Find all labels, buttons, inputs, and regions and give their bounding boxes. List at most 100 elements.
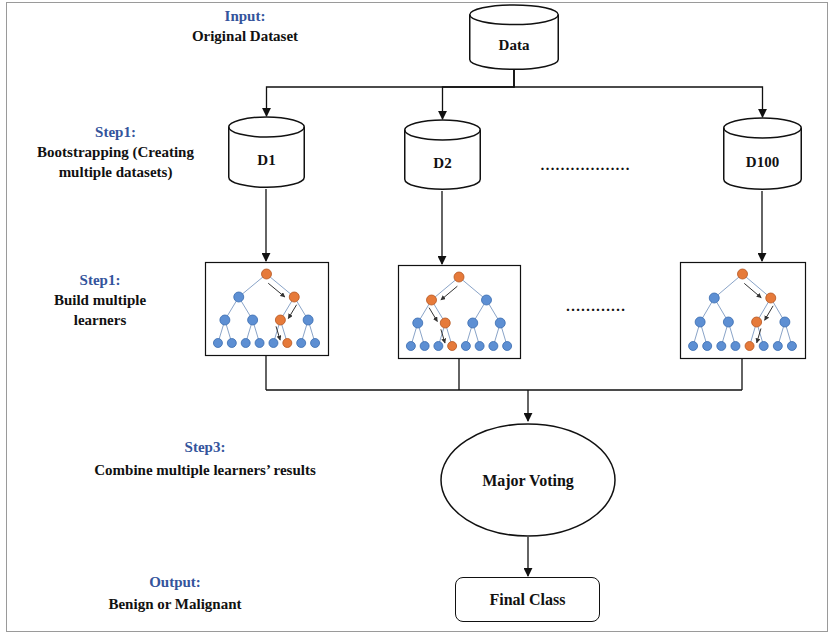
tree-node <box>717 342 726 351</box>
tree-node <box>420 342 429 351</box>
cylinder-body <box>470 5 559 69</box>
arrow-line <box>761 191 762 261</box>
tree-node <box>406 342 415 351</box>
tree-node <box>482 295 492 305</box>
tree-node <box>773 342 782 351</box>
step-heading: Input: <box>145 6 345 26</box>
tree-node <box>255 339 264 348</box>
tree-node <box>227 339 236 348</box>
tree-node <box>440 318 450 328</box>
voting-ellipse: Major Voting <box>440 423 616 537</box>
path-arrow <box>757 328 761 342</box>
tree-node <box>427 295 437 305</box>
decision-tree <box>399 266 521 359</box>
tree-node <box>703 342 712 351</box>
node-label: D2 <box>433 154 451 173</box>
tree-branch <box>743 274 771 298</box>
node-text-group: Data <box>499 36 530 55</box>
tree-node <box>289 292 299 302</box>
tree-node <box>262 269 272 279</box>
tree-node <box>241 339 250 348</box>
node-text-group: Major Voting <box>482 471 574 490</box>
tree-node <box>297 339 306 348</box>
step-description: Bootstrapping (Creating multiple dataset… <box>33 142 198 182</box>
tree-branch <box>267 274 295 297</box>
step-description: ………… <box>548 296 643 316</box>
tree-node <box>723 317 733 327</box>
path-arrow <box>288 305 296 319</box>
path-arrow <box>441 286 458 300</box>
tree-node <box>269 339 278 348</box>
output-box: Final Class <box>455 577 600 622</box>
tree-node <box>475 342 484 351</box>
tree-node <box>283 339 292 348</box>
step-description: Benign or Malignant <box>80 594 270 614</box>
cylinder-rim <box>724 128 802 138</box>
tree-node <box>468 318 478 328</box>
outer-frame <box>7 3 828 632</box>
dataset-cylinder: D1 <box>228 117 305 188</box>
node-text-group: D1 <box>257 151 275 170</box>
tree-node <box>234 292 244 302</box>
path-arrow <box>441 329 445 343</box>
cylinder-body <box>405 120 481 189</box>
decision-tree <box>206 263 329 356</box>
tree-node <box>311 339 320 348</box>
decision-tree-images <box>206 263 806 359</box>
tree-branch <box>714 274 742 298</box>
step-heading: Step1: <box>35 270 165 290</box>
arrow-line <box>265 189 266 261</box>
path-arrow <box>744 283 761 297</box>
step-description: ……………… <box>520 155 650 175</box>
step-heading: Step1: <box>33 122 198 142</box>
node-label: Major Voting <box>482 471 574 490</box>
tree-node <box>745 342 754 351</box>
tree-node <box>759 342 768 351</box>
dataset-cylinder: Data <box>469 5 559 70</box>
tree-node <box>787 342 796 351</box>
tree-node <box>275 315 285 325</box>
arrow-line <box>527 390 528 421</box>
step-heading: Output: <box>80 572 270 592</box>
learner-wires <box>266 189 762 421</box>
tree-node <box>248 315 258 325</box>
dataset-cylinder: D100 <box>723 118 802 190</box>
tree-node <box>780 317 790 327</box>
path-arrow <box>429 308 437 322</box>
connector-arrow <box>443 70 515 119</box>
cylinder-body <box>229 117 305 187</box>
tree-branch <box>239 274 267 297</box>
node-label: D1 <box>257 151 275 170</box>
step-description: Combine multiple learners’ results <box>20 460 390 480</box>
arrow-line <box>441 191 442 264</box>
tree-node <box>448 342 457 351</box>
step-description: Original Dataset <box>145 26 345 46</box>
node-label: D100 <box>746 153 779 172</box>
tree-node <box>695 317 705 327</box>
tree-node <box>303 315 313 325</box>
tree-frame <box>681 263 806 359</box>
cylinder-rim <box>470 15 559 25</box>
tree-node <box>766 293 776 303</box>
tree-node <box>220 315 230 325</box>
node-text-group: D2 <box>433 154 451 173</box>
node-text-group: D100 <box>746 153 779 172</box>
connector-arrow <box>514 70 763 117</box>
path-arrow <box>268 283 285 297</box>
tree-node <box>709 293 719 303</box>
tree-node <box>434 342 443 351</box>
path-arrow <box>765 306 773 320</box>
step-heading: Step3: <box>20 437 390 457</box>
dataset-cylinder: D2 <box>404 120 481 190</box>
connector-arrow <box>267 70 515 116</box>
tree-node <box>738 269 748 279</box>
tree-node <box>503 342 512 351</box>
merge-line <box>266 356 742 390</box>
tree-node <box>731 342 740 351</box>
tree-node <box>489 342 498 351</box>
node-label: Data <box>499 36 530 55</box>
cylinder-body <box>724 118 802 189</box>
ellipse-shape <box>441 424 615 536</box>
path-arrow <box>276 326 280 340</box>
